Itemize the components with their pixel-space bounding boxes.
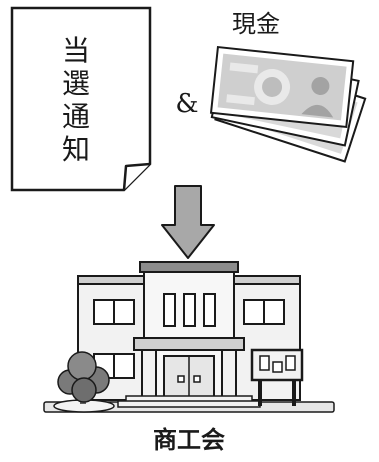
ampersand: & [175, 89, 198, 119]
tree-icon [53, 351, 115, 413]
notice-board-icon [250, 348, 304, 406]
document-fold [122, 162, 151, 191]
notice-document: 当 選 通 知 [10, 6, 152, 192]
notice-char-1: 当 [62, 34, 90, 67]
notice-char-2: 選 [62, 67, 90, 100]
notice-char-3: 通 [62, 100, 90, 133]
cash-label: 現金 [232, 10, 280, 38]
arrow-down-icon [161, 185, 215, 259]
banknotes-icon [209, 45, 367, 163]
destination-label: 商工会 [153, 426, 225, 454]
notice-char-4: 知 [62, 133, 90, 166]
